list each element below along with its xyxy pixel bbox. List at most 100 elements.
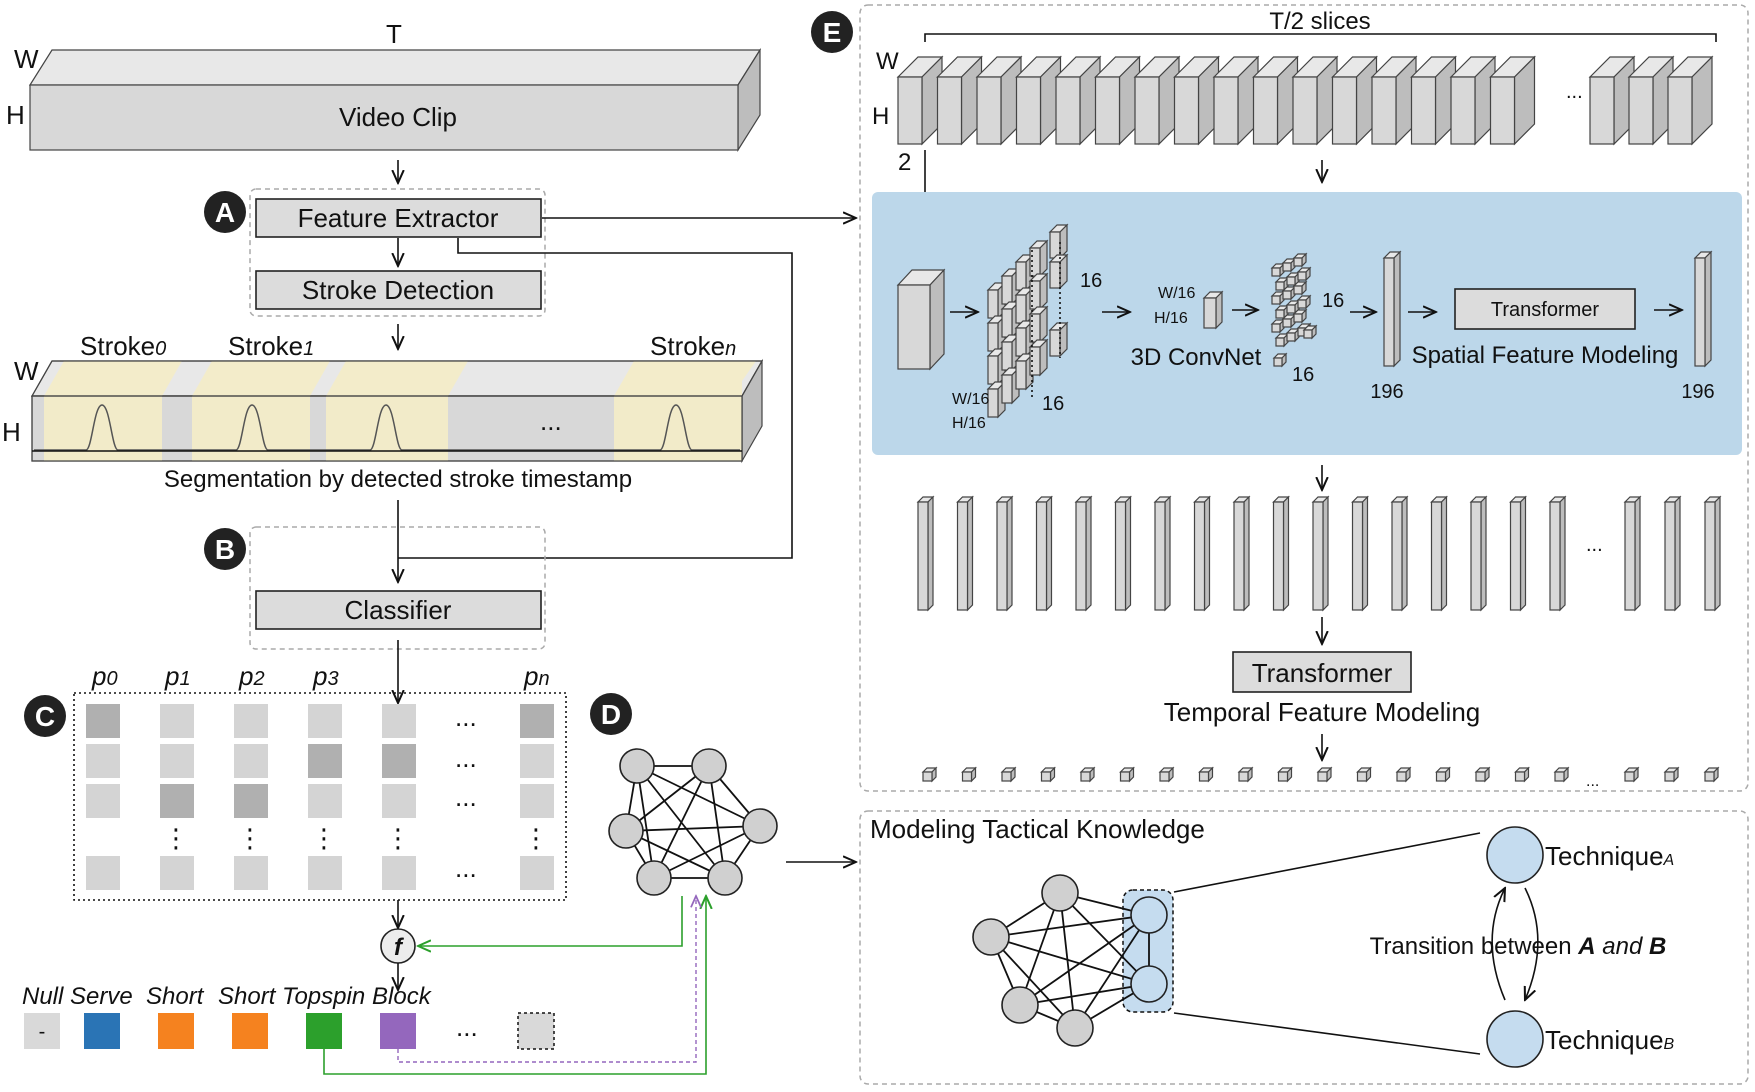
video-slices [896,55,1714,146]
legend-swatch-topspin [306,1013,342,1049]
convnet-label: 3D ConvNet [1131,344,1262,371]
transition-label: Transition between A and B [1370,933,1667,960]
token-cube [1270,262,1286,278]
segmentation-caption: Segmentation by detected stroke timestam… [164,466,632,493]
probability-cell [86,784,120,818]
token-cubes [1270,252,1318,368]
frame-feature-vector [956,495,974,612]
fusion-node: f [380,928,416,964]
probability-cell [520,744,554,778]
token-cube [1274,332,1290,348]
frame-feature-vector [1232,495,1251,612]
matrix-ellipses: ... ... ... ... ⋮ ⋮ ⋮ ⋮ ⋮ [163,702,549,883]
conv-h16-mid: H/16 [1154,310,1188,327]
tactical-panel-frame [859,810,1749,1085]
probability-cell [86,856,120,890]
graph-node [707,860,743,896]
frame-feature-vector [1153,495,1172,612]
probability-cell [382,704,416,738]
segmentation-dim-h: H [2,417,21,447]
transition-arrow-a-to-b [1525,887,1539,1000]
frame-feature-vector [1311,495,1330,612]
badge-a: A [204,191,246,233]
video-slice [936,55,983,146]
probability-cell [160,784,194,818]
slices-dim-w: W [876,48,899,75]
svg-text:D: D [601,699,621,730]
segmentation-bar: ... [30,358,764,464]
class-legend: Null Serve Short Short Topspin Block - .… [22,983,555,1050]
output-token-cube [1356,766,1372,783]
stroke-signal-curve [34,404,740,451]
frame-feature-vector [1548,495,1567,612]
token-cube [1292,280,1308,296]
legend-label-topspin: Topspin [282,983,365,1010]
video-dim-t: T [386,19,402,49]
graph-edge [625,825,761,832]
probability-cell [308,784,342,818]
video-slice [1410,55,1457,146]
probability-cell [160,744,194,778]
output-token-cube [1277,766,1293,783]
output-token-cube [1663,766,1680,783]
svg-text:C: C [35,701,55,732]
feedback-arrow-topspin [323,896,706,1075]
token-cube [1281,313,1297,329]
frame-feature-vector [1390,495,1409,612]
slices-ellipsis: ... [1566,81,1583,103]
slices-dim-h: H [872,103,889,130]
graph-node [742,808,778,844]
feedback-arrow-block [397,896,696,1063]
convnet-feature-stack [986,223,1069,419]
video-slice [975,55,1023,146]
graph-edge [1019,914,1150,1006]
legend-swatch-null-text: - [39,1021,46,1043]
stroke-region-0 [44,361,182,461]
graph-edge [636,765,761,827]
legend-swatch-block [380,1013,416,1049]
link-to-technique-a [1173,832,1481,893]
segmentation-dim-w: W [14,356,39,386]
conv-w16-left: W/16 [952,391,989,408]
output-token-cube [1435,766,1451,783]
badge-d: D [590,693,632,735]
graph-edge [1019,892,1061,1006]
temporal-output-tokens [921,766,1720,783]
graph-node [1130,896,1168,934]
output-token-cube [1000,766,1017,783]
graph-node [691,748,727,784]
probability-cell [520,784,554,818]
stroke-detection-box [255,270,542,310]
graph-node [972,918,1010,956]
graph-edge [636,765,655,879]
prob-col-label-1: p1 [164,661,191,691]
graph-edge [1059,892,1150,985]
prob-col-label-2: p2 [238,661,265,691]
probability-cell [234,744,268,778]
token-cube [1296,294,1312,310]
output-token-cube [961,766,977,783]
legend-swatch-more [517,1012,555,1050]
stroke-label-1: Stroke1 [228,331,314,361]
output-token-cube [1119,766,1135,783]
frame-feature-vector [1469,495,1488,612]
graph-node [636,860,672,896]
output-token-cube [1553,766,1570,783]
matrix-vdots: ⋮ [237,823,263,853]
frame-feature-vector [1703,495,1722,612]
output-token-cube [921,766,938,783]
legend-label-null: Null [22,983,64,1010]
video-slice [1252,55,1299,146]
matrix-hdots: ... [455,743,477,773]
output-token-cube [1237,766,1254,783]
badge-e: E [811,11,853,53]
token-cube [1292,252,1308,268]
connector-extractor-to-classifier [398,238,793,559]
token-cube [1272,352,1288,368]
tactical-graph-d [608,748,778,896]
stroke-label-0: Stroke0 [80,331,166,361]
stroke-label-n: Stroken [650,331,736,361]
legend-ellipsis: ... [456,1012,478,1042]
feature-map-cube [1048,223,1069,260]
video-clip-label: Video Clip [339,102,457,132]
